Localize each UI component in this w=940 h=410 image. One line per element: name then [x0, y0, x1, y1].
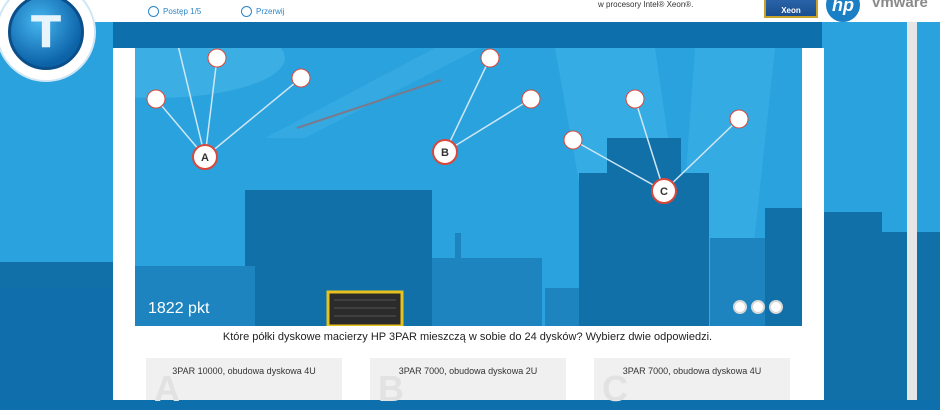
- lives-indicator: [733, 300, 783, 314]
- node-c[interactable]: C: [651, 178, 677, 204]
- top-bar: [0, 0, 940, 22]
- right-background: [822, 22, 940, 400]
- pause-label: Przerwij: [256, 7, 285, 16]
- promo-text: w procesory Intel® Xeon®.: [598, 0, 694, 9]
- answer-b[interactable]: B 3PAR 7000, obudowa dyskowa 2U: [370, 358, 566, 409]
- answer-a[interactable]: A 3PAR 10000, obudowa dyskowa 4U: [146, 358, 342, 409]
- score-display: 1822 pkt: [148, 300, 210, 317]
- node-a-label: A: [201, 152, 209, 164]
- answer-text: 3PAR 7000, obudowa dyskowa 4U: [622, 366, 762, 376]
- life-icon: [733, 300, 747, 314]
- answer-text: 3PAR 7000, obudowa dyskowa 2U: [398, 366, 538, 376]
- question-text: Które półki dyskowe macierzy HP 3PAR mie…: [222, 331, 713, 343]
- progress-icon: [148, 6, 159, 17]
- progress-label: Postęp 1/5: [163, 7, 202, 16]
- node-b[interactable]: B: [432, 139, 458, 165]
- logo-letter: T: [8, 0, 84, 70]
- answer-text: 3PAR 10000, obudowa dyskowa 4U: [172, 366, 316, 376]
- life-icon: [751, 300, 765, 314]
- hp-logo: hp: [826, 0, 860, 22]
- progress-indicator: Postęp 1/5: [148, 5, 201, 18]
- life-icon: [769, 300, 783, 314]
- answer-c[interactable]: C 3PAR 7000, obudowa dyskowa 4U: [594, 358, 790, 409]
- node-c-label: C: [660, 186, 668, 198]
- right-pillar: [802, 48, 824, 400]
- node-a[interactable]: A: [192, 144, 218, 170]
- pause-icon: [241, 6, 252, 17]
- intel-xeon-logo: Xeon: [764, 0, 818, 18]
- left-background: [0, 22, 113, 400]
- left-skyline: [0, 22, 113, 400]
- game-scene: A B C: [135, 48, 802, 326]
- left-pillar: [113, 48, 135, 400]
- game-stage: A B C: [135, 48, 802, 326]
- pause-button[interactable]: Przerwij: [241, 5, 284, 18]
- node-b-label: B: [441, 147, 449, 159]
- vmware-logo: vmware: [872, 0, 928, 11]
- right-skyline: [822, 22, 940, 400]
- app-logo[interactable]: T: [0, 0, 94, 80]
